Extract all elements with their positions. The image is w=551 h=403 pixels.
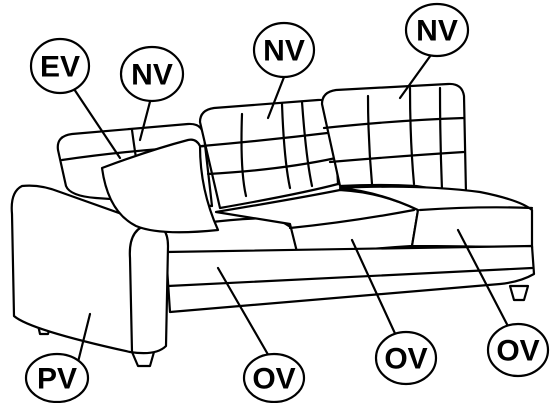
back-cushion-middle (198, 98, 340, 210)
back-cushion-right (320, 82, 468, 196)
label-ov-right-text: OV (496, 335, 539, 368)
label-ev (29, 37, 91, 95)
label-nv-middle (252, 21, 316, 79)
label-nv-left-text: NV (131, 59, 173, 92)
label-nv-right (404, 2, 470, 58)
label-ov-middle-text: OV (384, 343, 427, 376)
sofa-base (164, 244, 536, 314)
label-ov-left-text: OV (252, 363, 295, 396)
label-pv (24, 352, 90, 403)
label-ov-right (486, 322, 550, 378)
label-nv-middle-text: NV (263, 35, 305, 68)
label-ev-text: EV (40, 51, 80, 84)
label-nv-right-text: NV (416, 15, 458, 48)
label-ov-middle (374, 330, 438, 386)
label-ov-left (242, 352, 306, 403)
label-pv-text: PV (37, 363, 77, 396)
label-nv-left (119, 45, 185, 103)
throw-pillow (100, 138, 220, 234)
